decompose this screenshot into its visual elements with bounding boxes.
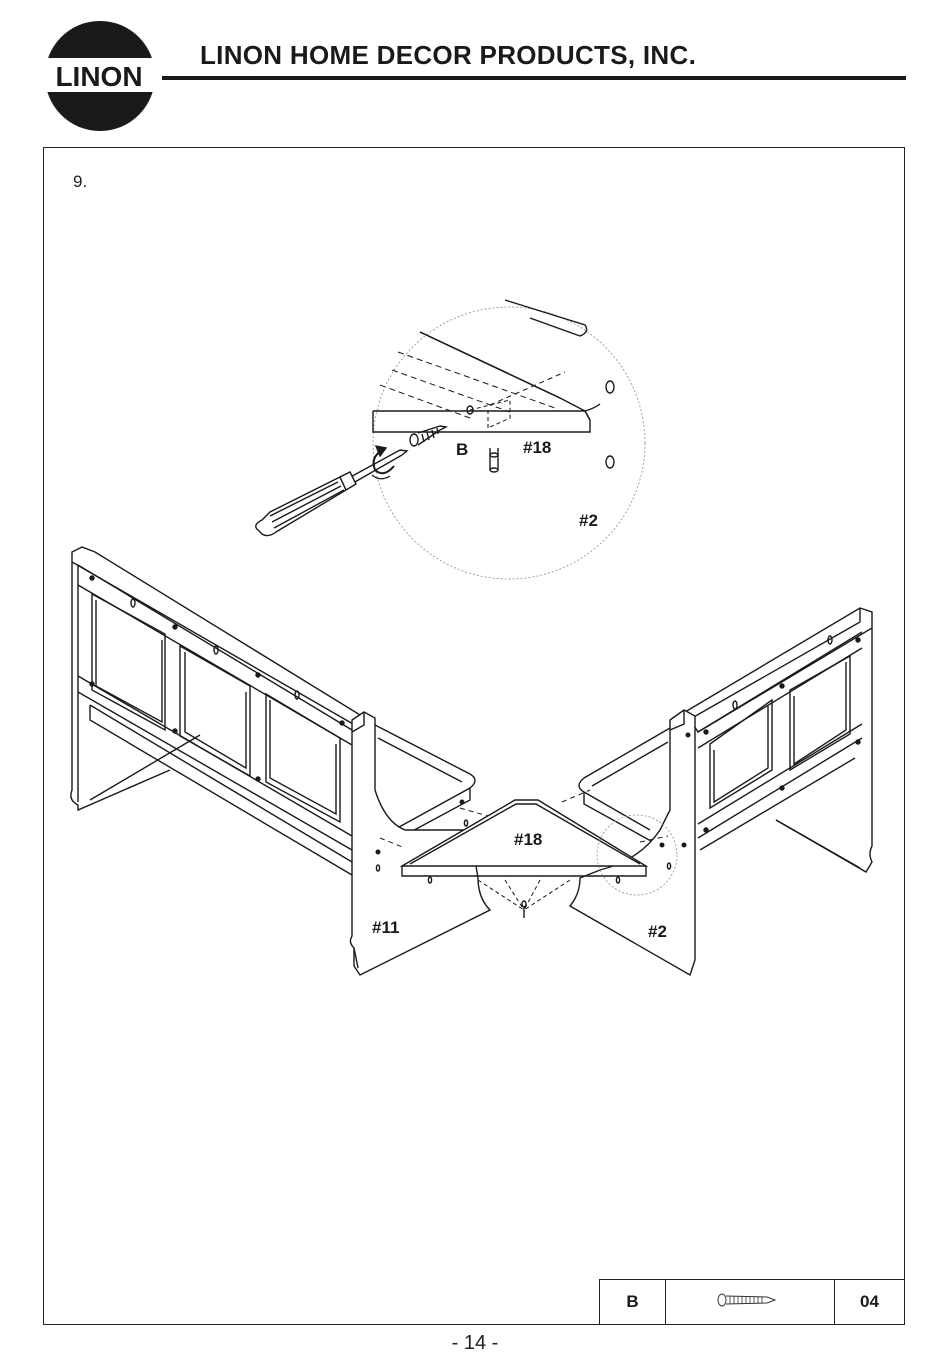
label-left-panel: #11: [372, 918, 399, 937]
label-right-panel: #2: [648, 922, 667, 941]
detail-label-part-18: #18: [523, 438, 551, 457]
parts-row: B 04: [600, 1280, 905, 1325]
step-number: 9.: [73, 172, 87, 192]
parts-table: B 04: [599, 1279, 905, 1325]
assembly-illustration: B #18 #2 #18 #11 #2: [50, 290, 900, 990]
part-icon-cell: [665, 1280, 834, 1325]
detail-label-hardware: B: [456, 440, 468, 459]
detail-label-part-2: #2: [579, 511, 598, 530]
company-name: LINON HOME DECOR PRODUCTS, INC.: [200, 40, 696, 71]
detail-zoom: [256, 300, 645, 579]
page-number: - 14 -: [0, 1332, 950, 1355]
right-bench: [570, 608, 872, 975]
header-rule: [162, 76, 906, 80]
part-letter-cell: B: [600, 1280, 666, 1325]
screw-icon: [715, 1290, 785, 1310]
logo-text: LINON: [55, 61, 142, 92]
linon-logo: LINON: [40, 20, 160, 132]
part-quantity-cell: 04: [834, 1280, 904, 1325]
left-bench: [71, 547, 490, 975]
label-corner-shelf: #18: [514, 830, 542, 849]
